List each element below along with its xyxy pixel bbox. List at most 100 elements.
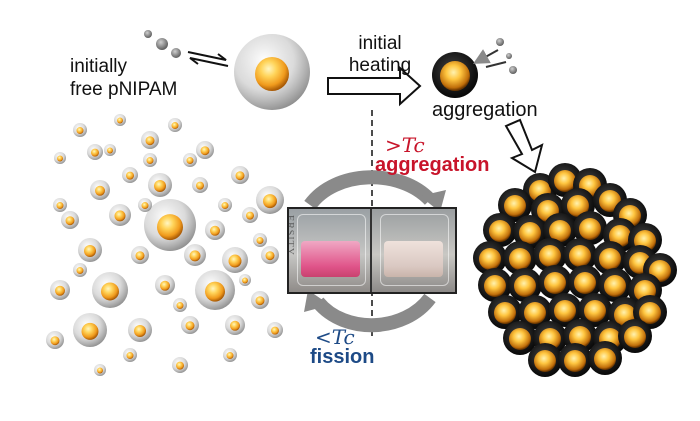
cluster-particle-core bbox=[509, 248, 531, 270]
vial-photo: ERSITY bbox=[287, 207, 457, 294]
cluster-particle-core bbox=[534, 350, 556, 372]
pale-solution bbox=[383, 240, 444, 278]
particle-core bbox=[91, 148, 99, 157]
cluster-particle-core bbox=[639, 302, 661, 324]
heating-arrow bbox=[327, 65, 422, 107]
particle-core bbox=[135, 251, 145, 261]
cluster-particle-core bbox=[604, 275, 626, 297]
particle-core bbox=[265, 251, 275, 261]
particle-core bbox=[55, 285, 65, 296]
aggregation-label: aggregation bbox=[432, 99, 538, 121]
cluster-particle-core bbox=[609, 225, 631, 247]
cluster-particle-core bbox=[554, 170, 576, 192]
free-pnipam-line2: free pNIPAM bbox=[70, 79, 178, 100]
particle-core bbox=[256, 237, 264, 245]
particle-core bbox=[235, 171, 245, 181]
single-coated-particle bbox=[234, 34, 310, 110]
particle-core bbox=[242, 277, 248, 284]
to-cluster-arrow bbox=[504, 118, 544, 174]
particle-core bbox=[134, 324, 146, 337]
particle-core bbox=[186, 157, 194, 165]
cluster-particle-core bbox=[624, 326, 646, 348]
cluster-particle-core bbox=[519, 222, 541, 244]
cluster-particle-core bbox=[509, 328, 531, 350]
free-pnipam-dots bbox=[144, 30, 181, 58]
cluster-particle-core bbox=[514, 275, 536, 297]
pink-solution bbox=[300, 240, 361, 278]
heating-line2: heating bbox=[348, 55, 412, 76]
particle-core bbox=[196, 181, 204, 190]
dispersed-particles bbox=[46, 114, 284, 376]
particle-core bbox=[126, 352, 134, 360]
cycle-arrowhead-bottom bbox=[304, 290, 330, 312]
cluster-particle-core bbox=[569, 245, 591, 267]
particle-core bbox=[50, 336, 60, 346]
particle-core bbox=[114, 210, 126, 222]
cluster-particle-core bbox=[564, 350, 586, 372]
free-pnipam-label: initially free pNIPAM bbox=[70, 55, 177, 101]
below-tc-symbol: <Tc bbox=[315, 325, 355, 349]
cluster-particle-core bbox=[484, 275, 506, 297]
particle-core bbox=[189, 250, 201, 262]
vial-right bbox=[370, 209, 455, 292]
particle-core bbox=[226, 352, 234, 360]
cluster-particle-core bbox=[574, 272, 596, 294]
particle-core bbox=[176, 361, 184, 370]
cluster-particle-core bbox=[594, 348, 616, 370]
above-tc-word: aggregation bbox=[375, 154, 490, 176]
vial-left: ERSITY bbox=[289, 209, 372, 292]
particle-core bbox=[154, 179, 166, 192]
particle-core bbox=[230, 320, 240, 331]
cluster-particle-core bbox=[539, 245, 561, 267]
cluster-particle-core bbox=[554, 300, 576, 322]
particle-core bbox=[145, 136, 155, 146]
particle-core bbox=[76, 267, 84, 275]
particle-core bbox=[228, 254, 242, 268]
released-dots bbox=[473, 38, 517, 74]
particle-core bbox=[65, 216, 75, 226]
particle-core bbox=[56, 202, 64, 210]
particle-core bbox=[200, 146, 210, 156]
particle-core bbox=[176, 302, 184, 310]
particle-core bbox=[246, 211, 254, 220]
aggregating-particle bbox=[432, 52, 478, 98]
particle-core bbox=[210, 225, 220, 236]
particle-core bbox=[117, 117, 123, 124]
initial-heating-label: initial heating bbox=[330, 33, 430, 77]
cluster-particle-core bbox=[569, 326, 591, 348]
particle-core bbox=[263, 194, 277, 209]
particle-core bbox=[76, 127, 84, 135]
cluster-particle-core bbox=[549, 220, 571, 242]
cluster-particle-core bbox=[504, 195, 526, 217]
particle-core bbox=[271, 326, 279, 335]
cluster-particle-core bbox=[544, 272, 566, 294]
particle-core bbox=[157, 214, 183, 241]
particle-core bbox=[146, 157, 154, 165]
cluster-particle-core bbox=[479, 248, 501, 270]
particle-core bbox=[84, 244, 96, 257]
cycle-arrows bbox=[304, 170, 436, 333]
particle-core bbox=[81, 322, 99, 340]
particle-core bbox=[141, 202, 149, 210]
cluster-particle-core bbox=[494, 302, 516, 324]
particle-core bbox=[160, 280, 170, 291]
cluster-particle-core bbox=[567, 195, 589, 217]
cluster-particle-core bbox=[579, 218, 601, 240]
aggregated-cluster bbox=[473, 163, 677, 377]
particle-core bbox=[171, 122, 179, 130]
particle-core bbox=[205, 281, 225, 302]
particle-core bbox=[101, 282, 119, 301]
particle-core bbox=[255, 296, 265, 306]
equilibrium-arrows bbox=[187, 51, 229, 67]
particle-core bbox=[221, 202, 229, 210]
heating-line1: initial bbox=[358, 33, 402, 54]
free-pnipam-line1: initially bbox=[70, 56, 128, 77]
particle-core bbox=[107, 147, 113, 154]
particle-core bbox=[185, 321, 195, 331]
cluster-particle-core bbox=[489, 220, 511, 242]
cluster-particle-core bbox=[599, 248, 621, 270]
above-tc-symbol: >Tc bbox=[385, 133, 425, 157]
particle-core bbox=[57, 155, 63, 162]
